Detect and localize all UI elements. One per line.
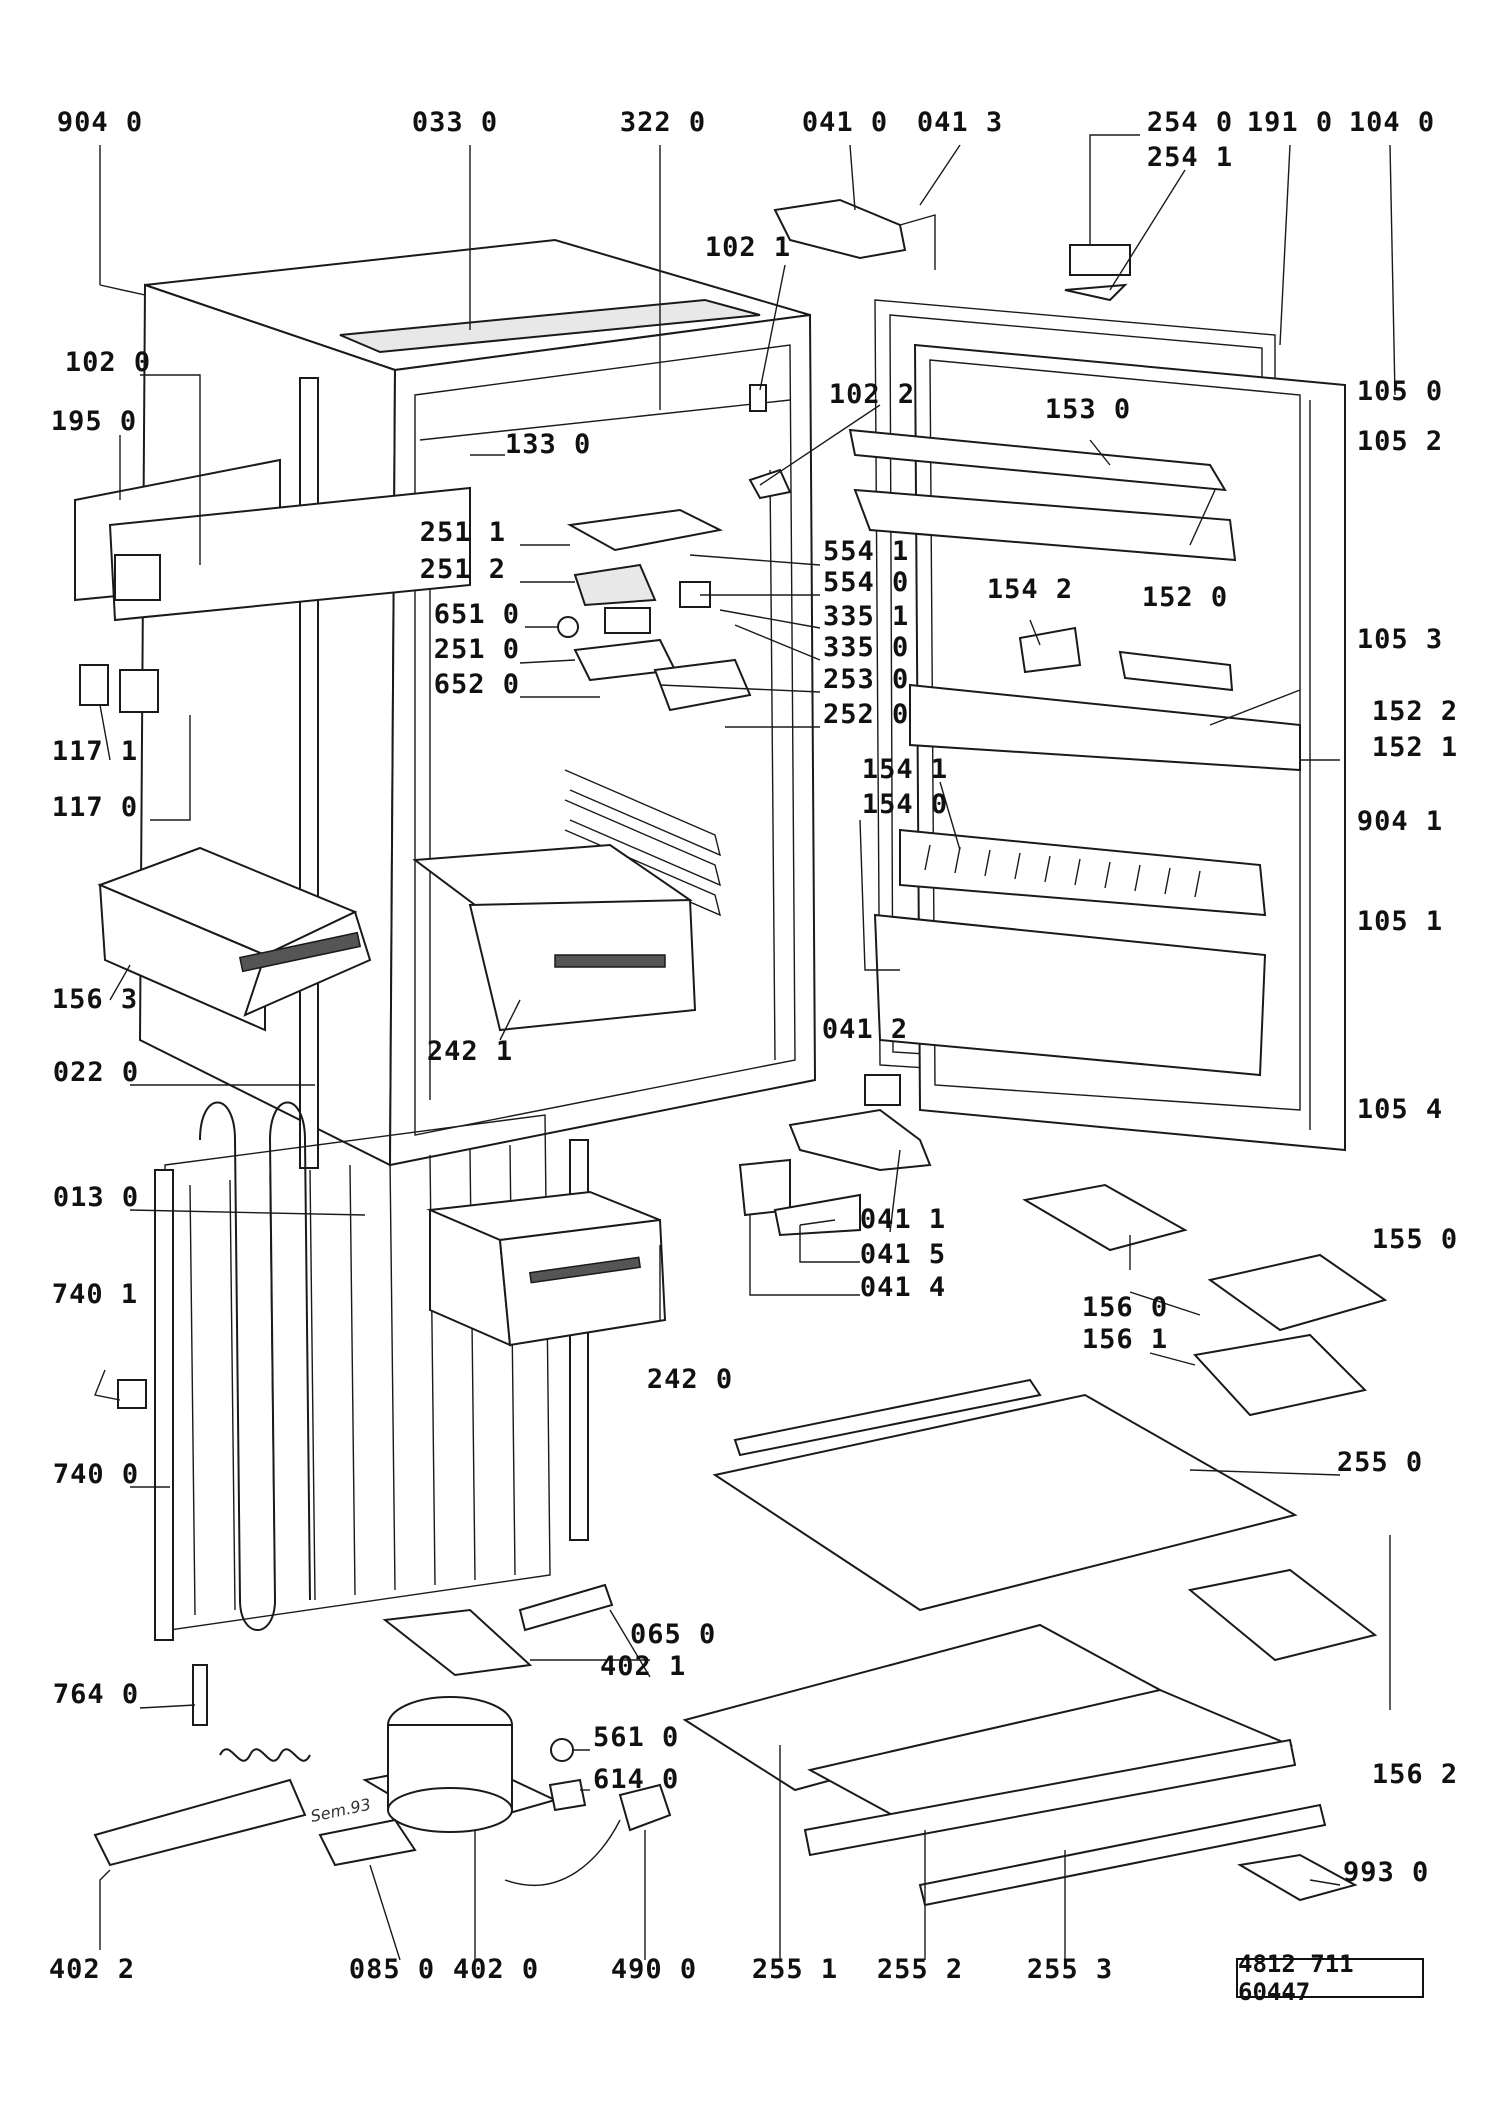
callout-242-1: 242 1 (426, 1036, 514, 1067)
callout-154-2: 154 2 (986, 574, 1074, 605)
callout-904-0: 904 0 (56, 107, 144, 138)
callout-251-2: 251 2 (419, 554, 506, 585)
callout-402-2: 402 2 (48, 1954, 136, 1985)
callout-253-0: 253 0 (823, 664, 910, 695)
callout-904-1: 904 1 (1356, 806, 1444, 837)
top-hinge (773, 198, 936, 270)
bottom-hinges (738, 1074, 932, 1237)
callout-490-0: 490 0 (610, 1954, 698, 1985)
callout-152-2: 152 2 (1371, 696, 1459, 727)
callout-561-0: 561 0 (593, 1722, 680, 1753)
document-number: 4812 711 60447 (1236, 1950, 1424, 2006)
callout-740-0: 740 0 (52, 1459, 140, 1490)
callout-254-1: 254 1 (1146, 142, 1234, 173)
callout-104-0: 104 0 (1348, 107, 1436, 138)
callout-156-1: 156 1 (1081, 1324, 1169, 1355)
top-caps (1064, 244, 1131, 302)
handwritten-note: Sem.93 (309, 1795, 373, 1826)
callout-251-1: 251 1 (419, 517, 506, 548)
callout-105-2: 105 2 (1356, 426, 1444, 457)
callout-251-0: 251 0 (433, 634, 520, 665)
callout-152-0: 152 0 (1141, 582, 1229, 613)
callout-153-0: 153 0 (1044, 394, 1132, 425)
leader-lines (94, 134, 1396, 1961)
callout-255-1: 255 1 (751, 1954, 839, 1985)
callout-154-1: 154 1 (861, 754, 949, 785)
callout-651-0: 651 0 (433, 599, 520, 630)
glass-shelves (682, 1378, 1327, 1907)
callout-105-1: 105 1 (1356, 906, 1444, 937)
callout-041-5: 041 5 (859, 1239, 947, 1270)
callout-255-3: 255 3 (1026, 1954, 1114, 1985)
callout-155-0: 155 0 (1371, 1224, 1459, 1255)
callout-740-1: 740 1 (51, 1279, 139, 1310)
callout-156-2: 156 2 (1371, 1759, 1459, 1790)
callout-764-0: 764 0 (52, 1679, 140, 1710)
callout-652-0: 652 0 (433, 669, 520, 700)
lower-drawer (426, 1190, 667, 1347)
callout-191-0: 191 0 (1246, 107, 1334, 138)
callout-335-1: 335 1 (823, 601, 910, 632)
callout-255-2: 255 2 (876, 1954, 964, 1985)
lamp-part (748, 384, 792, 500)
cabinet (138, 238, 817, 1169)
callout-102-1: 102 1 (704, 232, 792, 263)
callout-322-0: 322 0 (619, 107, 707, 138)
callout-085-0: 085 0 (348, 1954, 436, 1985)
callout-102-0: 102 0 (64, 347, 152, 378)
callout-117-0: 117 0 (51, 792, 139, 823)
callout-041-2: 041 2 (821, 1014, 909, 1045)
callout-402-0: 402 0 (452, 1954, 540, 1985)
callout-254-0: 254 0 (1146, 107, 1234, 138)
callout-255-0: 255 0 (1336, 1447, 1424, 1478)
callout-152-1: 152 1 (1371, 732, 1459, 763)
callout-156-0: 156 0 (1081, 1292, 1169, 1323)
callout-105-0: 105 0 (1356, 376, 1444, 407)
door (848, 343, 1346, 1152)
accessories (1022, 1183, 1388, 1902)
callout-252-0: 252 0 (823, 699, 910, 730)
callout-041-3: 041 3 (916, 107, 1004, 138)
callout-554-0: 554 0 (823, 567, 910, 598)
callout-156-3: 156 3 (51, 984, 139, 1015)
condenser (117, 1101, 589, 1641)
callout-105-4: 105 4 (1356, 1094, 1444, 1125)
crisper-drawer (97, 846, 372, 1032)
callout-993-0: 993 0 (1343, 1857, 1430, 1888)
callout-242-0: 242 0 (646, 1364, 734, 1395)
callout-013-0: 013 0 (52, 1182, 140, 1213)
callout-335-0: 335 0 (823, 632, 910, 663)
callout-554-1: 554 1 (823, 536, 910, 567)
callout-041-0: 041 0 (801, 107, 889, 138)
callout-614-0: 614 0 (593, 1764, 680, 1795)
callout-102-2: 102 2 (828, 379, 916, 410)
callout-041-4: 041 4 (859, 1272, 947, 1303)
callout-065-0: 065 0 (630, 1619, 717, 1650)
callout-022-0: 022 0 (52, 1057, 140, 1088)
control-housing (557, 508, 752, 712)
clips (79, 664, 159, 713)
callout-041-1: 041 1 (859, 1204, 947, 1235)
callout-105-3: 105 3 (1356, 624, 1444, 655)
callout-033-0: 033 0 (411, 107, 499, 138)
callout-117-1: 117 1 (51, 736, 139, 767)
callout-195-0: 195 0 (50, 406, 138, 437)
callout-133-0: 133 0 (505, 429, 592, 460)
compressor (93, 1583, 672, 1886)
callout-402-1: 402 1 (600, 1651, 687, 1682)
callout-154-0: 154 0 (861, 789, 949, 820)
